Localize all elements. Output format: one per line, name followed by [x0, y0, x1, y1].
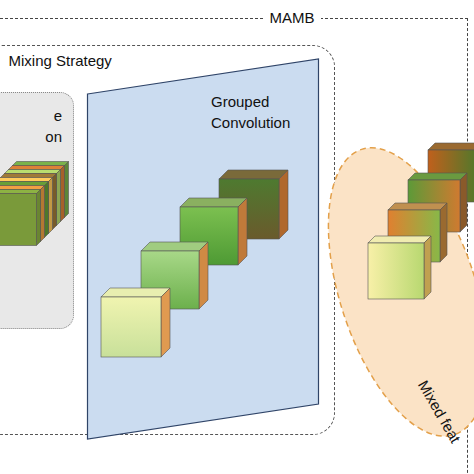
strategy-panel: e on Grouped Convolution Mixing Strategy [0, 45, 335, 435]
cube-top [368, 236, 431, 243]
output-ellipse [296, 128, 474, 455]
cube-side [460, 173, 467, 232]
concat-panel: e on [0, 92, 74, 329]
panel-title: Mixing Strategy [9, 51, 112, 70]
cube-top [219, 170, 288, 179]
cube-top [9, 166, 65, 170]
cube-front [0, 194, 37, 246]
cube-side [37, 190, 41, 246]
cube-top [1, 174, 57, 178]
module-frame: e on Grouped Convolution Mixing StrategyMi… [0, 18, 468, 474]
feature-cube [101, 288, 170, 357]
cube-side [53, 174, 57, 230]
panel-title: e on [38, 105, 62, 147]
cube-top [0, 186, 45, 190]
cube-side [57, 170, 61, 226]
cube-side [424, 236, 431, 299]
cube-front [368, 243, 424, 299]
cube-top [0, 182, 49, 186]
cube-top [13, 162, 69, 166]
feature-slice [0, 190, 41, 246]
cube-side [238, 198, 247, 265]
cube-side [161, 288, 170, 357]
block-title: MAMB [264, 8, 321, 27]
conv-trapezoid: Grouped Convolution [87, 57, 321, 441]
cube-top [141, 242, 208, 251]
cube-top [408, 173, 467, 180]
panel-title: Grouped Convolution [211, 91, 315, 133]
cube-top [5, 170, 61, 174]
cube-top [0, 190, 41, 194]
cube-top [180, 198, 247, 207]
cube-front [101, 297, 161, 357]
cube-side [49, 178, 53, 234]
trapezoid-outline [88, 59, 319, 439]
feature-cube [368, 236, 431, 299]
cube-side [65, 162, 69, 218]
cube-side [45, 182, 49, 238]
cube-top [101, 288, 170, 297]
illustration [330, 140, 474, 460]
cube-top [388, 203, 447, 210]
cube-side [440, 203, 447, 262]
cube-top [0, 178, 53, 182]
cube-side [279, 170, 288, 239]
cube-side [199, 242, 208, 309]
illustration [0, 93, 75, 330]
cube-top [428, 143, 474, 150]
cube-side [41, 186, 45, 242]
cube-side [61, 166, 65, 222]
mixed-ellipse: Mixed feat [330, 140, 474, 460]
